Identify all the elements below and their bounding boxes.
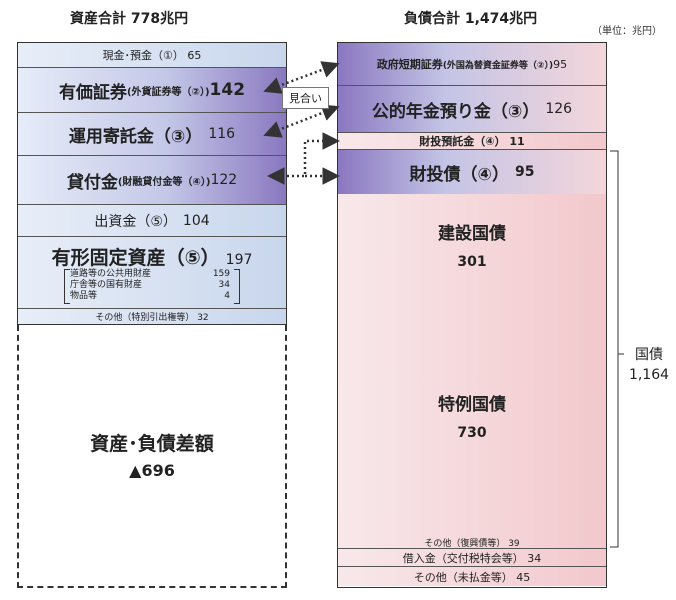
liab-borrowings-label: 借入金（交付税特会等） 34	[402, 551, 542, 565]
jgb-label: 国債	[635, 347, 663, 363]
liab-filp-bonds-label: 財投債（④）	[409, 164, 509, 185]
assets-column: 現金･預金（①） 65 有価証券(外貨証券等（②）)142 運用寄託金（③） 11…	[17, 42, 287, 325]
asset-investments-value: 104	[182, 212, 210, 229]
asset-other-label: その他（特別引出権等） 32	[95, 313, 209, 323]
arrow-deposits-pension	[263, 104, 340, 138]
asset-cash-label: 現金･預金（①） 65	[102, 49, 202, 62]
liab-pension: 公的年金預り金（③） 126	[338, 86, 606, 133]
match-label: 見合い	[282, 87, 329, 109]
asset-loans: 貸付金(財融貸付金等（④）)122	[18, 156, 286, 205]
asset-investments: 出資金（⑤） 104	[18, 205, 286, 237]
asset-fixed-label: 有形固定資産（⑤）	[51, 247, 220, 269]
net-position-box: 資産･負債差額 ▲696	[17, 325, 287, 588]
asset-fixed-value: 197	[225, 252, 253, 268]
liab-construction: 建設国債 301	[338, 194, 606, 294]
liab-filp-deposit: 財投預託金（④） 11	[338, 133, 606, 150]
liab-other-label: その他（未払金等） 45	[413, 570, 531, 584]
bracket-left	[64, 269, 70, 304]
liab-filp-deposit-label: 財投預託金（④） 11	[419, 135, 525, 148]
liab-short-bills-label: 政府短期証券	[376, 58, 443, 71]
arrow-loans-filpdeposit	[267, 132, 340, 185]
liab-borrowings: 借入金（交付税特会等） 34	[338, 549, 606, 567]
jgb-bracket	[610, 150, 619, 548]
liabilities-column: 政府短期証券(外国為替資金証券等（②）)95 公的年金預り金（③）126 財投預…	[337, 42, 607, 588]
liab-filp-bonds: 財投債（④） 95	[338, 150, 606, 194]
asset-securities-sub: (外貨証券等（②）)	[126, 86, 210, 98]
asset-securities-value: 142	[209, 80, 246, 100]
asset-securities: 有価証券(外貨証券等（②）)142	[18, 68, 286, 113]
liab-short-bills: 政府短期証券(外国為替資金証券等（②）)95	[338, 43, 606, 86]
unit-label: （単位：兆円）	[592, 26, 662, 37]
asset-deposits-value: 116	[208, 126, 236, 142]
asset-loans-value: 122	[210, 172, 238, 188]
liab-short-bills-value: 95	[553, 57, 568, 71]
liab-special-value: 730	[457, 424, 487, 441]
asset-securities-label: 有価証券	[58, 82, 127, 103]
asset-deposits-label: 運用寄託金（③）	[68, 126, 203, 147]
liabilities-total-header: 負債合計 1,474兆円	[404, 11, 538, 27]
liab-construction-label: 建設国債	[438, 223, 506, 244]
liab-special-label: 特例国債	[438, 394, 506, 415]
liab-short-bills-sub: (外国為替資金証券等（②）)	[442, 60, 554, 71]
arrow-securities-shortbills	[263, 61, 340, 94]
asset-cash: 現金･預金（①） 65	[18, 43, 286, 68]
asset-other: その他（特別引出権等） 32	[18, 309, 286, 324]
liab-other: その他（未払金等） 45	[338, 567, 606, 586]
liab-other-bonds-label: その他（復興債等） 39	[424, 538, 520, 549]
liab-pension-label: 公的年金預り金（③）	[371, 101, 540, 122]
liab-filp-bonds-value: 95	[514, 164, 535, 180]
jgb-total: 国債 1,164	[622, 345, 676, 385]
assets-total-header: 資産合計 778兆円	[70, 11, 189, 27]
net-position-value: ▲696	[129, 461, 175, 480]
net-position-label: 資産･負債差額	[90, 433, 214, 455]
asset-loans-label: 貸付金	[66, 172, 118, 193]
liab-special: 特例国債 730	[338, 294, 606, 536]
jgb-value: 1,164	[628, 367, 670, 383]
liab-construction-value: 301	[457, 253, 487, 270]
liab-pension-value: 126	[545, 101, 573, 117]
bracket-right	[234, 269, 240, 304]
asset-investments-label: 出資金（⑤）	[94, 213, 177, 230]
asset-loans-sub: (財融貸付金等（④）)	[117, 176, 211, 188]
asset-deposits: 運用寄託金（③） 116	[18, 113, 286, 156]
liab-other-bonds: その他（復興債等） 39	[338, 536, 606, 549]
